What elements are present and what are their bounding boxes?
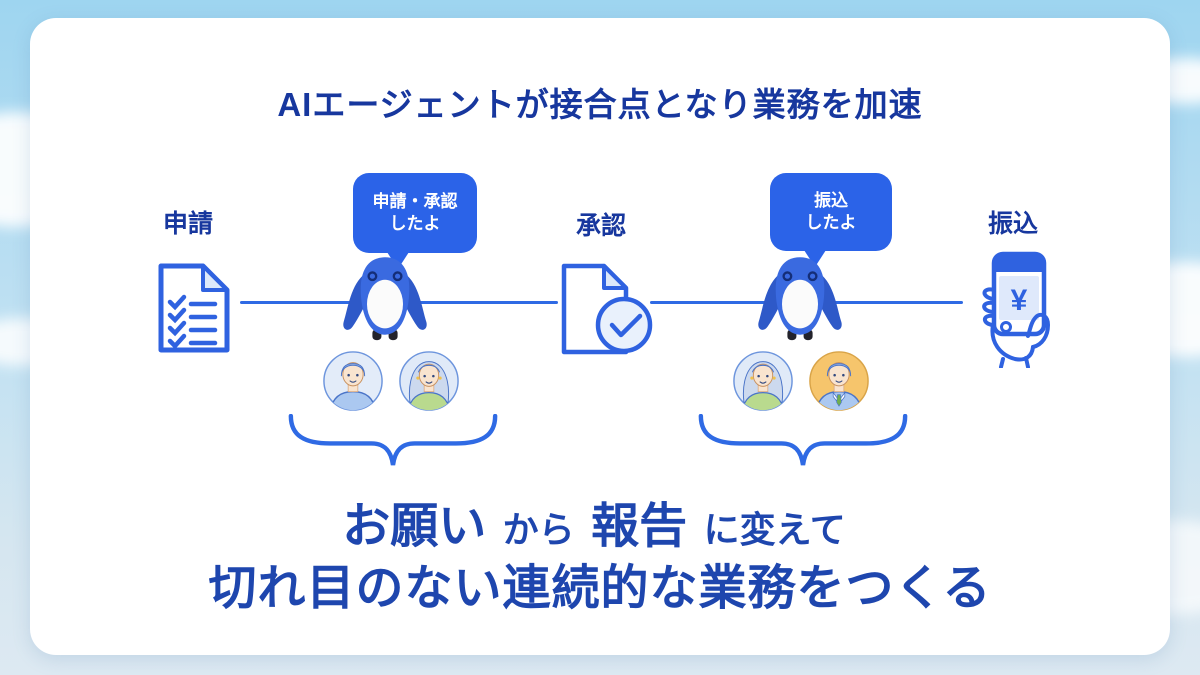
bubble-text: したよ [805,213,857,232]
step-label-application: 申請 [162,210,213,238]
bubble-text: 申請・承認 [372,191,458,211]
penguin-agent-icon [343,257,427,341]
user-pair-1 [322,350,460,412]
message-connector: から [502,509,575,550]
content-card: AIエージェントが接合点となり業務を加速 申請 承認 振込 [30,18,1170,655]
avatar-man-blue [323,351,383,411]
message-line2: 切れ目のない連続的な業務をつくる [208,562,992,615]
slide-title: AIエージェントが接合点となり業務を加速 [277,86,923,124]
message-connector: に変えて [703,509,846,550]
message-keyword-onegai: お願い [342,500,487,553]
message-line1: お願い から 報告 に変えて [30,486,1170,556]
agent-speech-bubble-2: 振込 したよ [770,173,892,267]
avatar-woman-green [399,351,459,411]
checklist-document-icon [158,263,230,353]
penguin-agent-icon [758,257,842,341]
avatar-woman-green [733,351,793,411]
underbrace [288,414,498,466]
agent-speech-bubble-1: 申請・承認 したよ [353,173,477,269]
bubble-text: したよ [389,214,441,233]
avatar-man-suit-orange [809,351,869,411]
bubble-text: 振込 [814,190,848,210]
step-label-approval: 承認 [575,212,626,240]
underbrace [698,414,908,466]
step-label-transfer: 振込 [987,210,1038,238]
approved-document-icon [561,263,653,355]
hand-holding-phone-yen-icon: ¥ [982,251,1050,368]
yen-symbol: ¥ [1011,284,1028,317]
user-pair-2 [732,350,870,412]
message-keyword-houkoku: 報告 [591,500,688,553]
